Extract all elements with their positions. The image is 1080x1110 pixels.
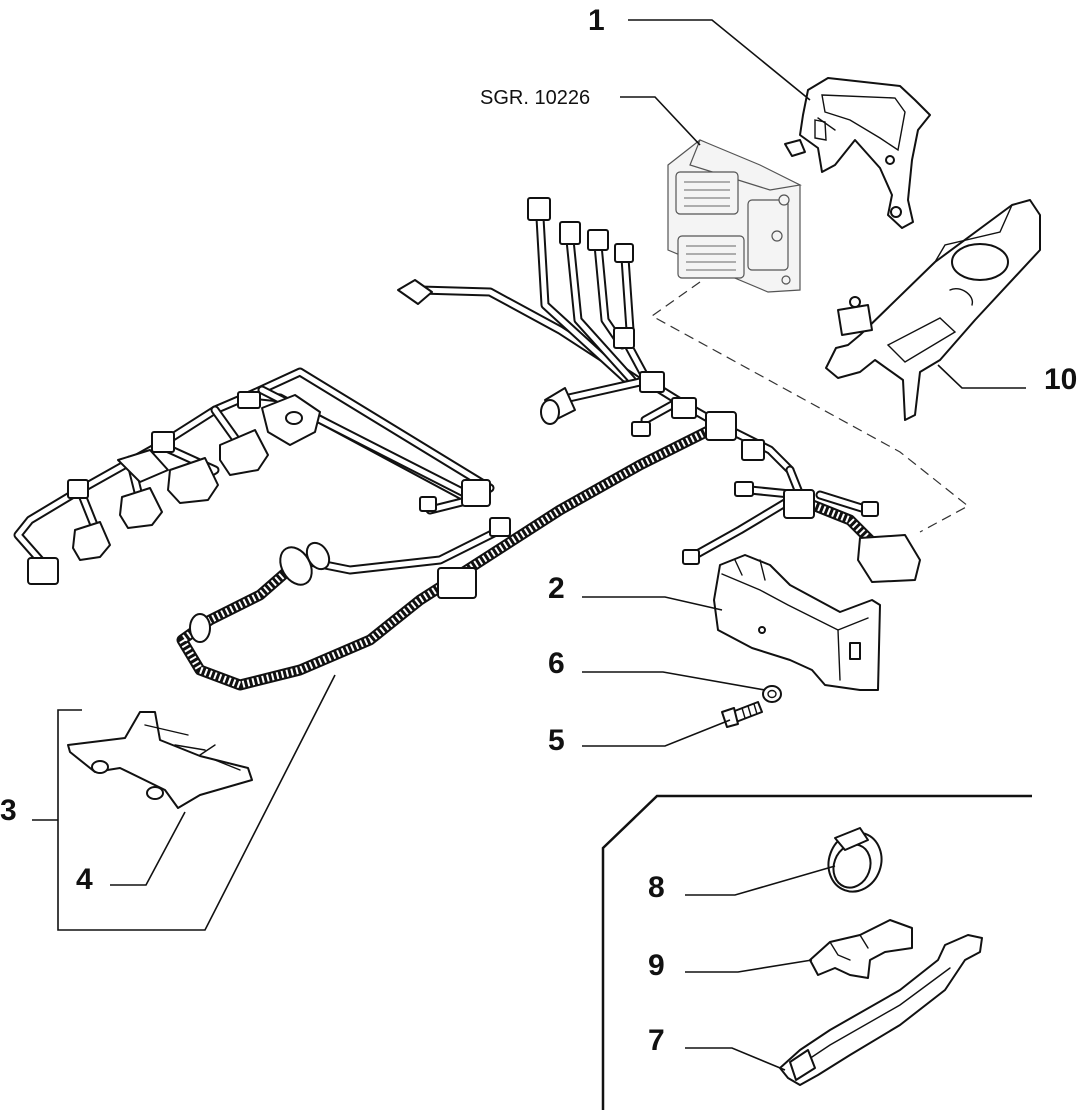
ecu-position-dashed-line: [650, 281, 970, 533]
ecu-control-unit: [667, 139, 802, 293]
callout-label-8: 8: [648, 871, 665, 904]
bracket-part-1: [784, 77, 931, 229]
callout-label-4: 4: [76, 863, 93, 896]
callout-label-7: 7: [648, 1024, 665, 1057]
cover-part-2: [713, 554, 881, 691]
wiring-harness-part-3: [13, 197, 921, 691]
callout-label-9: 9: [648, 949, 665, 982]
hose-clamp-part-8: [827, 827, 883, 893]
callout-label-6: 6: [548, 647, 565, 680]
callout-label-1: 1: [588, 4, 605, 37]
clip-part-9: [809, 919, 913, 979]
callout-label-3: 3: [0, 794, 17, 827]
washer-part-6: [762, 685, 782, 703]
bolt-part-5: [721, 701, 763, 728]
callout-label-5: 5: [548, 724, 565, 757]
clip-part-4: [67, 711, 253, 809]
reference-label-sgr: SGR. 10226: [480, 87, 590, 109]
harness-strap-part-7: [779, 934, 983, 1086]
callout-label-2: 2: [548, 572, 565, 605]
callout-label-10: 10: [1044, 363, 1077, 396]
ecu-support-bracket-part-10: [825, 199, 1041, 421]
detail-inset-frame: [601, 794, 1032, 1110]
leader-lines: [32, 19, 1026, 1071]
